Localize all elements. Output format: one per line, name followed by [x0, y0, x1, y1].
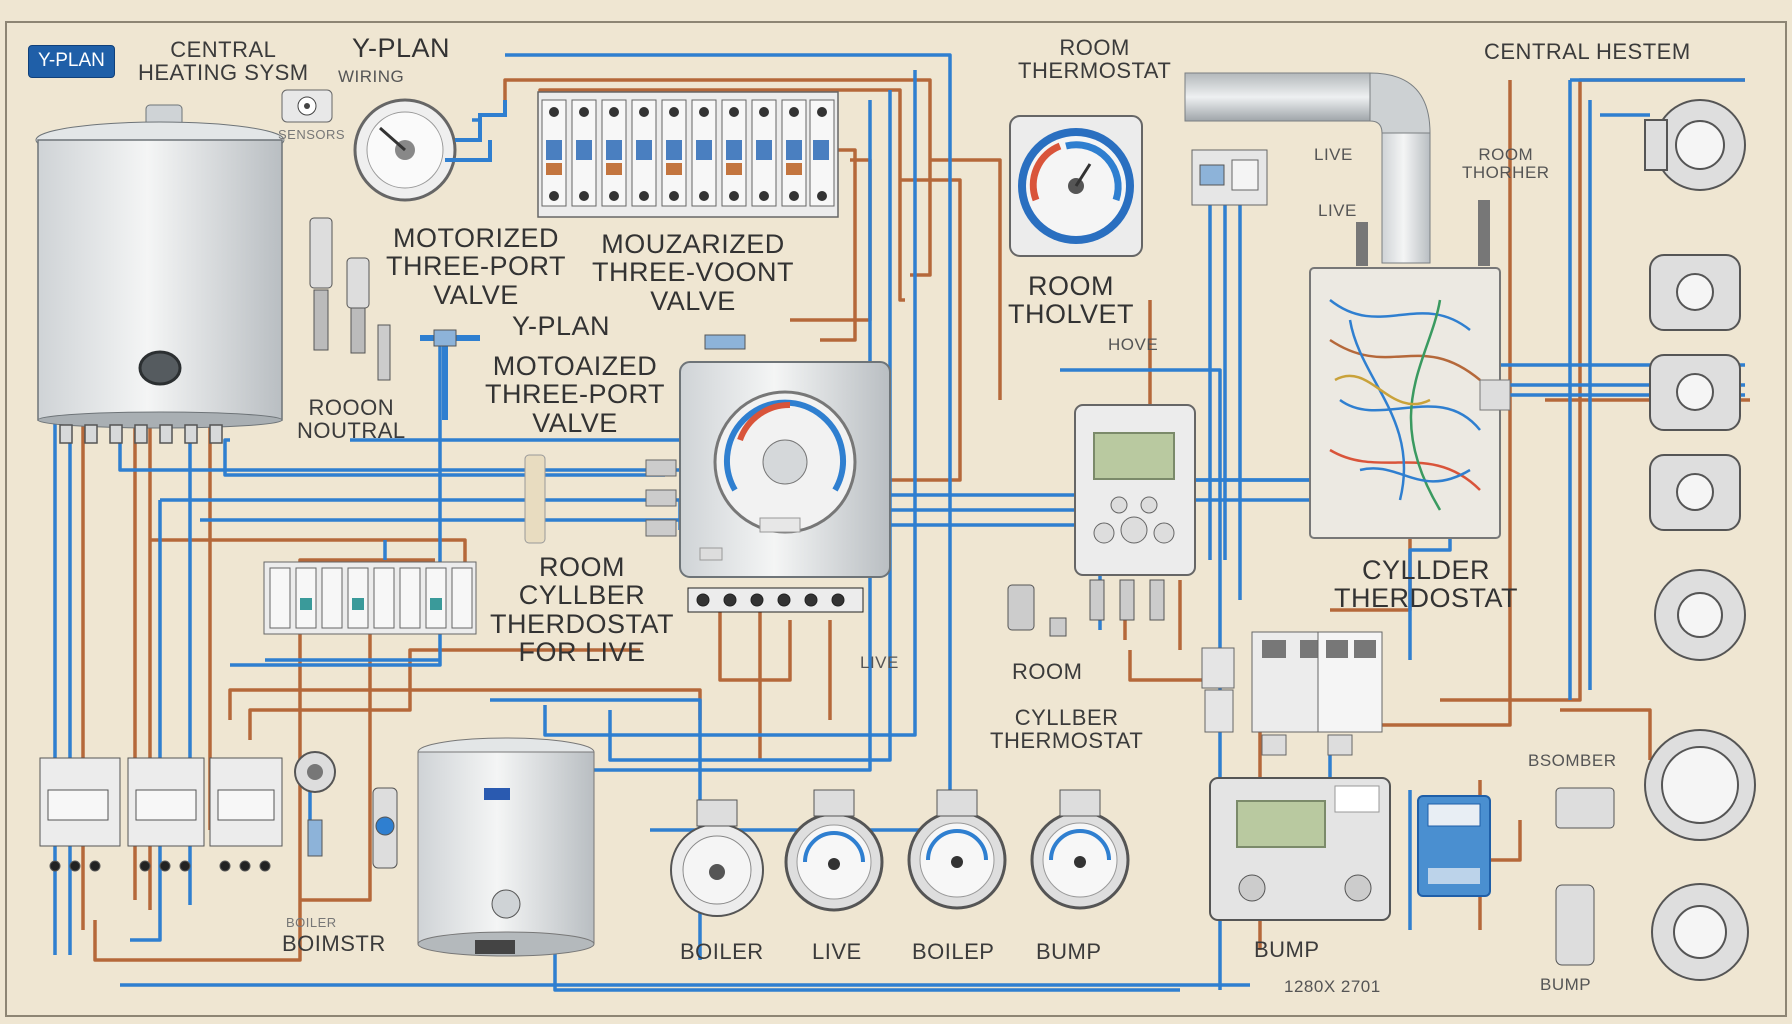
cylinder-thermostat-bottom-text: CYLLBER THERMOSTAT — [990, 705, 1144, 754]
central-heating-text: CENTRAL HEATING SYSM — [138, 37, 309, 86]
label-bump-2: BUMP — [1254, 937, 1320, 962]
label-central-hestem: CENTRAL HESTEM — [1484, 39, 1691, 64]
label-live-4: LIVE — [812, 939, 862, 964]
label-room-cylinder-thermostat-for-live: ROOM CYLLBER THERDOSTAT FOR LIVE — [490, 553, 674, 666]
sensor-icon — [294, 751, 398, 869]
room-tholvet-text: ROOM THOLVET — [1008, 271, 1135, 330]
label-dimensions: 1280X 2701 — [1284, 977, 1381, 996]
label-motorized-three-port-valve-1: MOTORIZED THREE-PORT VALVE — [386, 224, 566, 309]
sensor-icon — [281, 89, 333, 123]
circuit-breaker-icon — [1201, 631, 1383, 756]
label-live-3: LIVE — [860, 653, 899, 672]
terminal-block-icon — [537, 91, 839, 218]
label-room-bottom: ROOM — [1012, 659, 1083, 684]
label-motoaized-three-port-valve: MOTOAIZED THREE-PORT VALVE — [485, 352, 665, 437]
label-bump-3: BUMP — [1540, 975, 1592, 994]
label-motorized-three-voont-valve-2: MOUZARIZED THREE-VOONT VALVE — [592, 230, 794, 315]
y-plan-badge: Y-PLAN — [28, 45, 115, 78]
controller-lcd — [1236, 800, 1326, 848]
label-y-plan-title: Y-PLAN — [352, 33, 451, 63]
label-hove: HOVE — [1108, 335, 1159, 354]
terminal-block-icon — [263, 561, 477, 635]
label-boiler-1: BOILER — [680, 939, 764, 964]
pressure-gauge-icon — [1030, 789, 1130, 910]
label-live-1: LIVE — [1314, 145, 1353, 164]
circuit-breaker-icon — [39, 757, 283, 872]
flue-pipe-icon — [1184, 72, 1431, 264]
label-central-heating-system: CENTRAL HEATING SYSM — [138, 38, 309, 84]
wiring-center-icon — [1417, 795, 1491, 897]
label-room-tholvet: ROOM THOLVET — [1008, 272, 1134, 329]
pressure-gauge-icon — [907, 789, 1007, 910]
label-bsomber: BSOMBER — [1528, 751, 1617, 770]
label-room-noutral: ROOON NOUTRAL — [297, 396, 406, 442]
cyllder-therdostat-text: CYLLDER THERDOSTAT — [1334, 555, 1518, 614]
fitting-icon — [1007, 579, 1165, 637]
label-boimstr-caption: BOILER — [286, 915, 337, 930]
label-cyllder-therdostat: CYLLDER THERDOSTAT — [1334, 556, 1518, 613]
label-live-2: LIVE — [1318, 201, 1357, 220]
label-wiring: WIRING — [338, 67, 405, 86]
hot-water-cylinder-icon — [417, 737, 595, 957]
pump-icon — [1644, 99, 1756, 981]
room-thorher-text: ROOM THORHER — [1462, 145, 1550, 182]
motorized-valve-1-text: MOTORIZED THREE-PORT VALVE — [386, 223, 567, 310]
label-room-thorher: ROOM THORHER — [1462, 146, 1550, 182]
pressure-gauge-icon — [784, 789, 884, 912]
room-cylinder-live-text: ROOM CYLLBER THERDOSTAT FOR LIVE — [490, 552, 674, 668]
label-room-thermostat-top: ROOM THERMOSTAT — [1018, 36, 1171, 82]
cylinder-brand-tag — [484, 788, 510, 800]
fitting-icon — [1555, 787, 1615, 966]
time-switch-icon — [1191, 149, 1268, 206]
room-noutral-text: ROOON NOUTRAL — [297, 395, 406, 444]
label-cylinder-thermostat-bottom: CYLLBER THERMOSTAT — [990, 706, 1143, 752]
label-bump-1: BUMP — [1036, 939, 1102, 964]
pump-icon — [670, 799, 764, 917]
junction-box-icon — [1309, 200, 1511, 539]
label-y-plan-mid: Y-PLAN — [512, 311, 611, 341]
label-sensors-caption: SENSORS — [278, 127, 346, 142]
boiler-icon — [35, 104, 285, 444]
thermostat-dial-icon — [1009, 115, 1143, 257]
room-thermostat-top-text: ROOM THERMOSTAT — [1018, 35, 1172, 84]
label-boiler-2: BOILEP — [912, 939, 995, 964]
label-boimstr: BOIMSTR — [282, 931, 386, 956]
motorized-valve-2-text: MOUZARIZED THREE-VOONT VALVE — [592, 229, 795, 316]
programmer-icon — [1074, 404, 1196, 576]
motoaized-valve-text: MOTOAIZED THREE-PORT VALVE — [485, 351, 666, 438]
programmer-lcd — [1093, 432, 1175, 480]
programmer-icon — [524, 361, 891, 613]
motorized-valve-icon — [309, 217, 746, 420]
pressure-gauge-icon — [353, 98, 507, 202]
